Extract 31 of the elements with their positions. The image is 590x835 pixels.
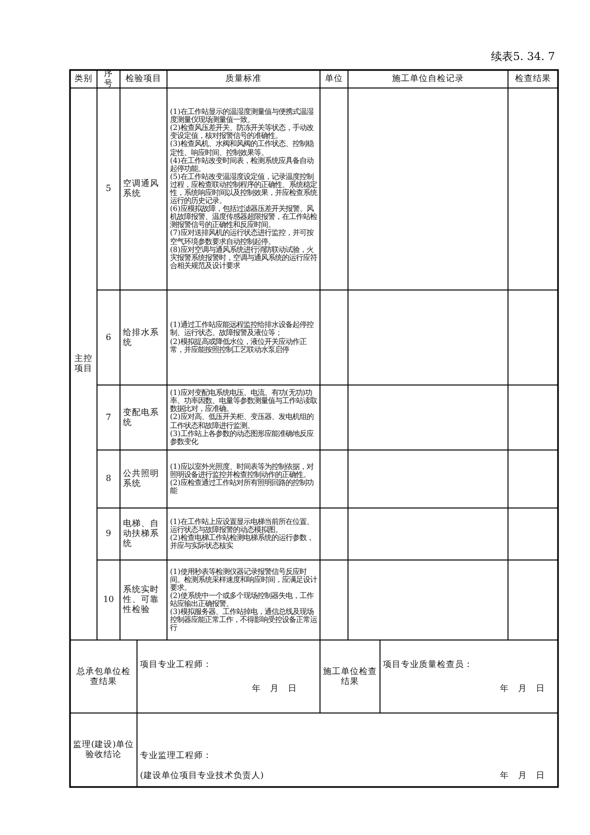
row-number: 10	[103, 595, 114, 605]
inspection-item: 变配电系统	[123, 408, 160, 428]
column-header: 检查结果	[515, 74, 551, 84]
row-number: 8	[106, 474, 112, 484]
column-header: 检验项目	[126, 74, 162, 84]
signature-section-label: 总承包单位检查结果	[76, 666, 132, 686]
column-header: 施工单位自检记录	[392, 74, 464, 84]
date-label: 年 月 日	[500, 771, 545, 781]
column-header: 类别	[74, 74, 92, 84]
column-header: 单位	[325, 74, 343, 84]
column-header: 质量标准	[226, 74, 262, 84]
table-number: 续表5. 34. 7	[491, 52, 555, 62]
signature-label: 专业监理工程师：	[140, 751, 213, 761]
signature-label: 项目专业工程师：	[140, 660, 213, 670]
inspection-item: 空调通风系统	[123, 179, 160, 199]
signature-label: (建设单位项目专业技术负责人)	[140, 771, 264, 781]
inspection-item: 给排水系统	[123, 328, 160, 348]
inspection-item: 公共照明系统	[123, 469, 160, 489]
row-number: 5	[106, 184, 112, 194]
row-number: 6	[106, 332, 112, 342]
signature-section-label: 施工单位检查结果	[323, 666, 377, 686]
date-label: 年 月 日	[500, 684, 545, 694]
column-header: 序号	[103, 69, 114, 89]
date-label: 年 月 日	[252, 684, 297, 694]
inspection-item: 电梯、自动扶梯系统	[123, 519, 160, 549]
row-number: 7	[106, 412, 112, 422]
category-label: 主控项目	[74, 354, 94, 374]
signature-label: 项目专业质量检查员：	[383, 660, 474, 670]
signature-section-label: 监理(建设)单位验收结论	[73, 740, 134, 760]
inspection-item: 系统实时性、可靠性检验	[123, 585, 160, 615]
row-number: 9	[106, 529, 112, 539]
